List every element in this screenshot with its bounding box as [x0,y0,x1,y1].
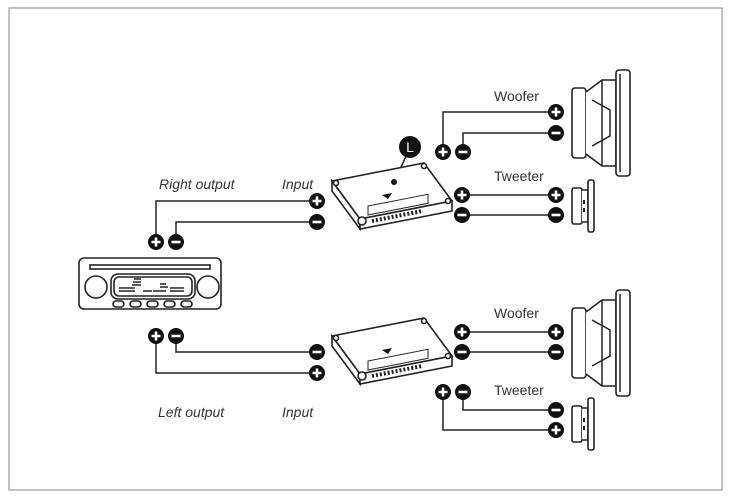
minus-terminal-icon [452,342,472,362]
woofer-label-top: Woofer [494,88,539,104]
minus-terminal-icon [453,142,473,162]
tweeter-label-bottom: Tweeter [494,382,544,398]
minus-terminal-icon [453,382,473,402]
woofer-bottom [571,289,631,397]
plus-terminal-icon [546,322,566,342]
plus-terminal-icon [546,185,566,205]
equalizer-display-icon [119,278,184,292]
plus-terminal-icon [546,102,566,122]
minus-terminal-icon [166,326,186,346]
right-knob-icon [196,275,220,299]
l-badge-label: L [406,139,414,155]
minus-terminal-icon [546,205,566,225]
plus-terminal-icon [433,142,453,162]
left-knob-icon [84,275,108,299]
plus-terminal-icon [307,363,327,383]
tweeter-bottom [571,397,595,451]
plus-terminal-icon [307,191,327,211]
right-output-label: Right output [159,176,236,192]
minus-terminal-icon [307,342,327,362]
left-output-label: Left output [158,404,225,420]
head-unit-radio [78,257,222,310]
woofer-top [571,69,631,177]
l-badge [399,136,421,158]
plus-terminal-icon [146,232,166,252]
plus-terminal-icon [452,322,472,342]
tweeter-top [571,179,595,233]
tweeter-label-top: Tweeter [494,168,544,184]
input-label-bottom: Input [282,404,314,420]
minus-terminal-icon [546,123,566,143]
plus-terminal-icon [546,420,566,440]
plus-terminal-icon [433,382,453,402]
minus-terminal-icon [307,212,327,232]
input-label-top: Input [282,176,314,192]
woofer-label-bottom: Woofer [494,305,539,321]
amplifier-left [330,316,454,386]
minus-terminal-icon [546,342,566,362]
plus-terminal-icon [146,326,166,346]
minus-terminal-icon [546,400,566,420]
plus-terminal-icon [452,185,472,205]
minus-terminal-icon [452,205,472,225]
amplifier-right [330,161,454,231]
minus-terminal-icon [166,232,186,252]
frame [8,7,723,491]
